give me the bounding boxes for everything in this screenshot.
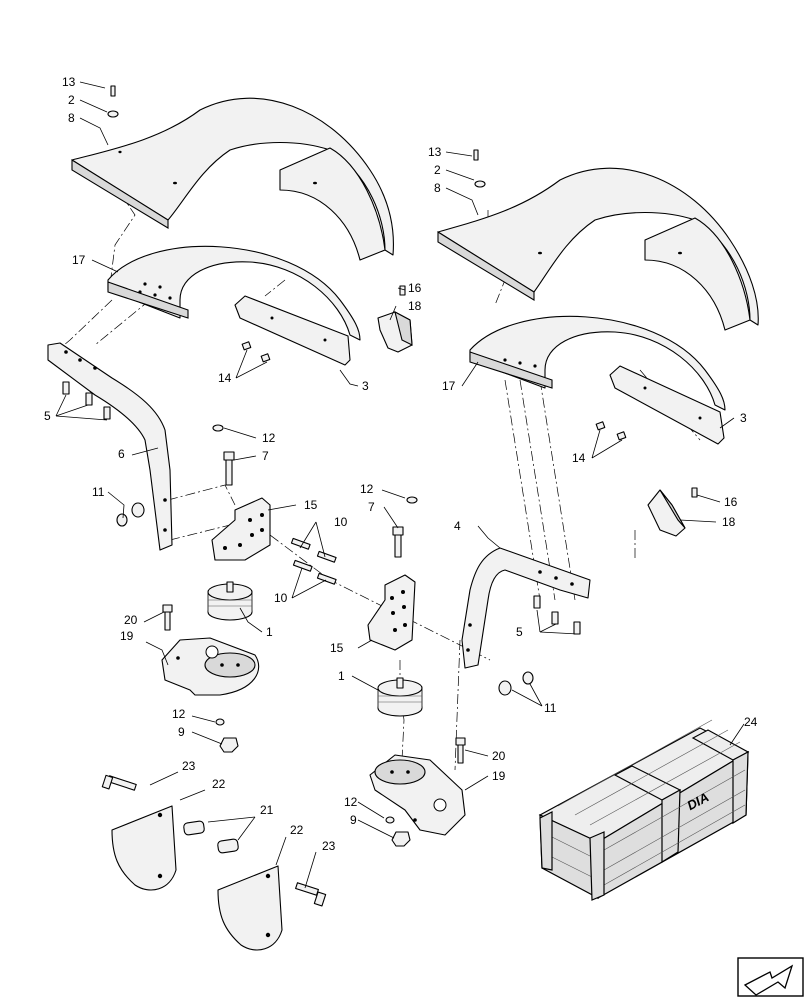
callout-12: 12 <box>344 795 358 809</box>
bushing-part-21-upper <box>183 820 205 836</box>
callout-20: 20 <box>124 613 138 627</box>
bolt-part-7-left <box>212 424 235 486</box>
nuts-part-11-left <box>116 502 145 527</box>
screw-part-13-left <box>107 85 119 118</box>
clip-part-18-right <box>647 487 698 537</box>
bolts-part-10-left <box>290 537 337 585</box>
callout-14: 14 <box>572 451 586 465</box>
bolt-part-20-left <box>162 604 173 631</box>
bolt-part-23-left <box>101 774 137 791</box>
callout-6: 6 <box>118 447 125 461</box>
callout-10: 10 <box>334 515 348 529</box>
mounting-arm-part-4 <box>461 547 591 669</box>
callout-1: 1 <box>338 669 345 683</box>
callout-9: 9 <box>350 813 357 827</box>
left-fender-assembly <box>47 85 491 951</box>
callout-17: 17 <box>442 379 456 393</box>
plate-part-22-upper <box>111 805 177 891</box>
screws-part-14-left <box>241 341 271 363</box>
nut-part-9-right <box>385 816 411 847</box>
callout-2: 2 <box>68 93 75 107</box>
bolt-part-23-lower <box>295 882 327 907</box>
rubber-mount-part-1-right <box>377 677 423 717</box>
bolt-part-7-right <box>392 496 418 558</box>
screws-part-14-right <box>595 421 627 441</box>
callout-10: 10 <box>274 591 288 605</box>
callout-8: 8 <box>68 111 75 125</box>
rubber-mount-part-1-left <box>207 581 253 621</box>
callout-23: 23 <box>322 839 336 853</box>
callout-13: 13 <box>428 145 442 159</box>
callout-7: 7 <box>262 449 269 463</box>
callout-4: 4 <box>454 519 461 533</box>
callout-3: 3 <box>740 411 747 425</box>
callout-20: 20 <box>492 749 506 763</box>
nut-part-9-left <box>215 718 239 753</box>
mounting-arm-part-6 <box>47 342 173 551</box>
mud-flap-part-3-right <box>609 365 725 445</box>
bolts-part-5-right <box>533 595 581 635</box>
fender-cover-part-8 <box>71 97 394 261</box>
callout-21: 21 <box>260 803 274 817</box>
callout-12: 12 <box>172 707 186 721</box>
callout-12: 12 <box>262 431 276 445</box>
mud-flap-part-3-left <box>234 295 351 366</box>
callout-1: 1 <box>266 625 273 639</box>
fender-cover-part-8-right <box>437 167 759 331</box>
callout-17: 17 <box>72 253 86 267</box>
callout-15: 15 <box>330 641 344 655</box>
callout-19: 19 <box>120 629 134 643</box>
callout-13: 13 <box>62 75 76 89</box>
shipping-crate-part-24: DIA <box>538 719 750 901</box>
callout-16: 16 <box>408 281 422 295</box>
callout-labels: 13 2 8 17 16 18 14 3 5 6 11 12 7 15 10 1… <box>44 75 758 853</box>
callout-7: 7 <box>368 500 375 514</box>
nuts-part-11-right <box>498 671 534 696</box>
callout-14: 14 <box>218 371 232 385</box>
bushing-part-21-lower <box>217 838 239 854</box>
right-fender-assembly <box>367 149 759 847</box>
screw-part-13-right <box>473 149 486 188</box>
callout-24: 24 <box>744 715 758 729</box>
callout-11: 11 <box>92 485 105 499</box>
callout-2: 2 <box>434 163 441 177</box>
callout-16: 16 <box>724 495 738 509</box>
callout-22: 22 <box>290 823 304 837</box>
callout-23: 23 <box>182 759 196 773</box>
angle-bracket-part-15-left <box>211 497 271 561</box>
bolt-part-20-right <box>455 737 466 764</box>
callout-5: 5 <box>516 625 523 639</box>
callout-11: 11 <box>544 701 557 715</box>
callout-22: 22 <box>212 777 226 791</box>
support-part-19-right <box>369 754 466 836</box>
bolts-part-5-left <box>62 381 111 420</box>
support-part-19-left <box>161 637 260 696</box>
callout-3: 3 <box>362 379 369 393</box>
leader-lines <box>55 81 745 889</box>
angle-bracket-part-15-right <box>367 574 416 651</box>
clip-part-18-left <box>377 285 413 353</box>
callout-9: 9 <box>178 725 185 739</box>
callout-12: 12 <box>360 482 374 496</box>
next-page-arrow-icon[interactable] <box>737 957 804 997</box>
callout-18: 18 <box>408 299 422 313</box>
plate-part-22-lower <box>217 865 283 951</box>
fender-bracket-part-17 <box>107 245 361 341</box>
callout-19: 19 <box>492 769 506 783</box>
callout-18: 18 <box>722 515 736 529</box>
callout-5: 5 <box>44 409 51 423</box>
fender-bracket-part-17-right <box>469 315 726 411</box>
callout-8: 8 <box>434 181 441 195</box>
callout-15: 15 <box>304 498 318 512</box>
